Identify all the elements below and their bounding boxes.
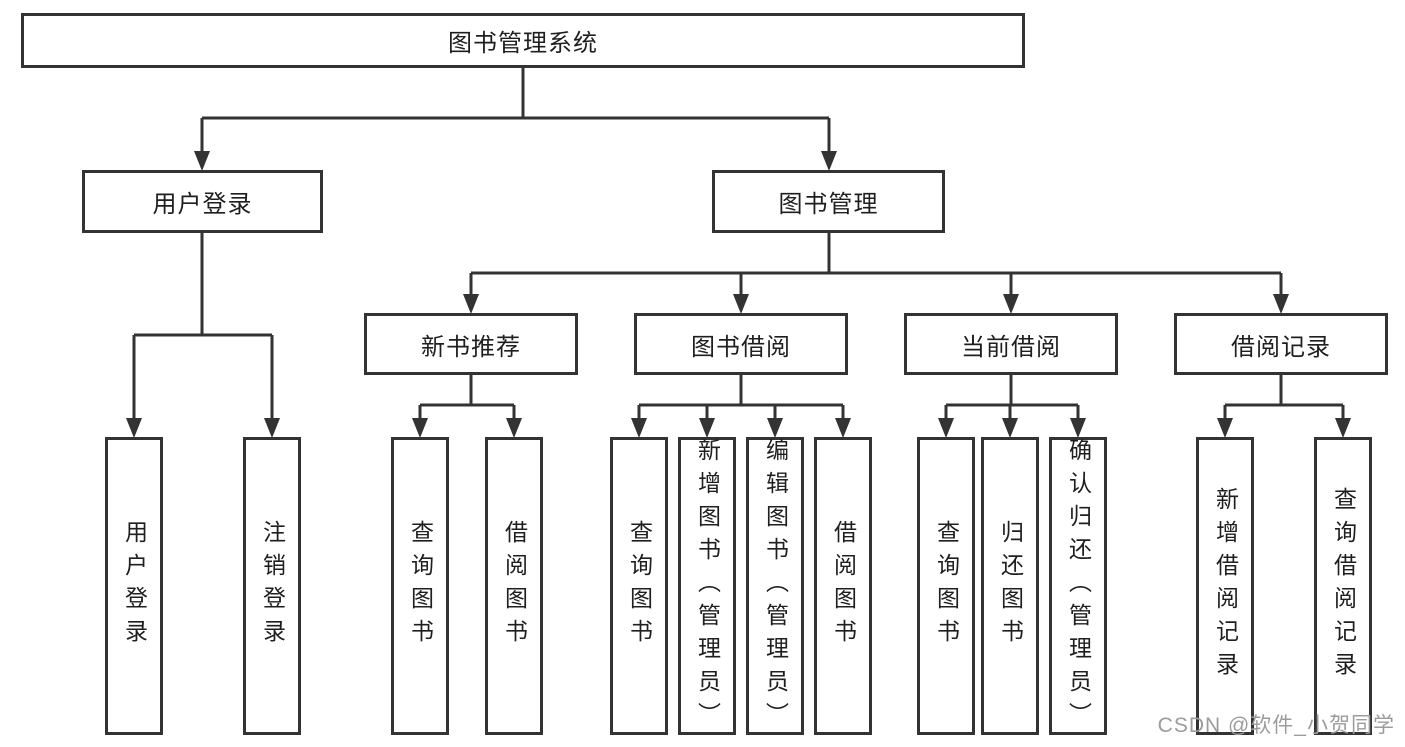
arrowhead-icon (821, 151, 837, 171)
node-borrow-records: 借阅记录 (1174, 313, 1388, 375)
leaf-label: 查询借阅记录 (1330, 487, 1357, 685)
leaf-label: 查询图书 (933, 520, 960, 652)
csdn-watermark: CSDN @软件_小贺同学 (1157, 714, 1395, 737)
leaf-label: 注销登录 (259, 520, 286, 652)
leaf-borrow-books: 借阅图书 (814, 437, 872, 735)
node-user-login: 用户登录 (82, 170, 323, 233)
node-book-borrow: 图书借阅 (634, 313, 848, 375)
leaf-borrow-books-recommend: 借阅图书 (485, 437, 543, 735)
arrowhead-icon (463, 294, 479, 314)
arrowhead-icon (264, 418, 280, 438)
arrowhead-icon (412, 418, 428, 438)
arrowhead-icon (1335, 418, 1351, 438)
arrowhead-icon (699, 418, 715, 438)
node-current-borrow: 当前借阅 (904, 313, 1118, 375)
leaf-logout-login: 注销登录 (243, 437, 301, 735)
leaf-add-borrow-record: 新增借阅记录 (1196, 437, 1254, 735)
leaf-query-books-borrow: 查询图书 (610, 437, 668, 735)
arrowhead-icon (835, 418, 851, 438)
node-library-management-system: 图书管理系统 (21, 13, 1025, 68)
leaf-user-login: 用户登录 (105, 437, 163, 735)
arrowhead-icon (733, 294, 749, 314)
leaf-confirm-return-admin: 确认归还（管理员） (1049, 437, 1107, 735)
arrowhead-icon (631, 418, 647, 438)
leaf-label: 归还图书 (997, 520, 1024, 652)
arrowhead-icon (1273, 294, 1289, 314)
arrowhead-icon (1217, 418, 1233, 438)
leaf-label: 新增图书（管理员） (694, 437, 721, 735)
node-new-book-recommend: 新书推荐 (364, 313, 578, 375)
leaf-query-books-current: 查询图书 (917, 437, 975, 735)
leaf-label: 借阅图书 (501, 520, 528, 652)
leaf-label: 借阅图书 (830, 520, 857, 652)
leaf-edit-book-admin: 编辑图书（管理员） (746, 437, 804, 735)
arrowhead-icon (1070, 418, 1086, 438)
leaf-label: 用户登录 (121, 520, 148, 652)
arrowhead-icon (1003, 294, 1019, 314)
node-book-management: 图书管理 (712, 170, 945, 233)
leaf-query-books-recommend: 查询图书 (391, 437, 449, 735)
leaf-label: 新增借阅记录 (1212, 487, 1239, 685)
leaf-label: 查询图书 (407, 520, 434, 652)
leaf-add-book-admin: 新增图书（管理员） (678, 437, 736, 735)
arrowhead-icon (506, 418, 522, 438)
leaf-label: 确认归还（管理员） (1065, 437, 1092, 735)
leaf-query-borrow-record: 查询借阅记录 (1314, 437, 1372, 735)
leaf-return-book: 归还图书 (981, 437, 1039, 735)
arrowhead-icon (126, 418, 142, 438)
leaf-label: 编辑图书（管理员） (762, 437, 789, 735)
arrowhead-icon (938, 418, 954, 438)
arrowhead-icon (1002, 418, 1018, 438)
leaf-label: 查询图书 (626, 520, 653, 652)
arrowhead-icon (767, 418, 783, 438)
arrowhead-icon (194, 151, 210, 171)
